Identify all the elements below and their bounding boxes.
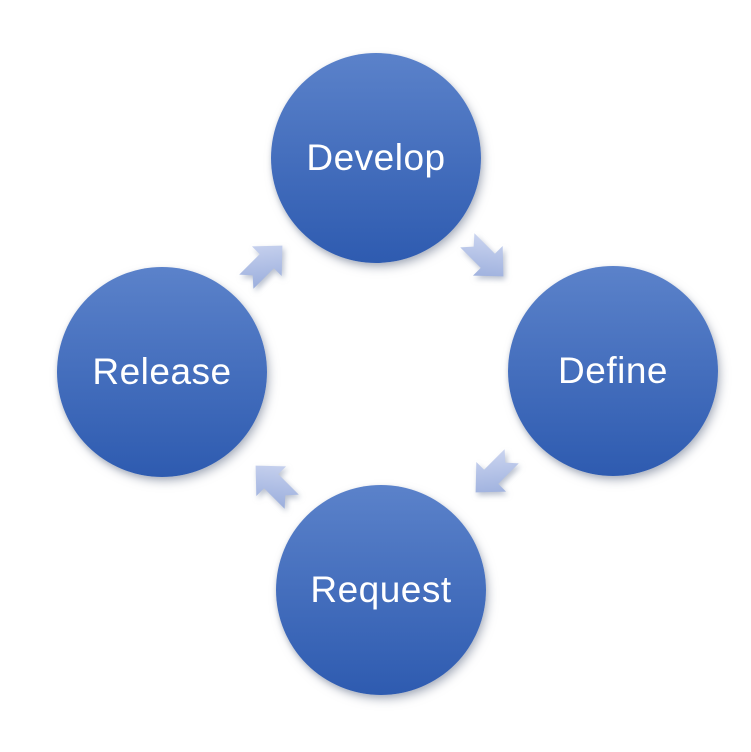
cycle-node-release: Release [57, 267, 267, 477]
arrow-request-to-release-icon [234, 444, 314, 524]
node-label-develop: Develop [306, 137, 446, 178]
arrow-define-to-request-icon [454, 434, 534, 514]
node-label-define: Define [558, 350, 668, 391]
cycle-node-request: Request [276, 485, 486, 695]
cycle-node-define: Define [508, 266, 718, 476]
cycle-node-develop: Develop [271, 53, 481, 263]
arrow-release-to-develop-icon [224, 224, 304, 304]
node-label-release: Release [92, 351, 232, 392]
node-label-request: Request [310, 569, 452, 610]
arrow-develop-to-define-icon [445, 218, 525, 298]
